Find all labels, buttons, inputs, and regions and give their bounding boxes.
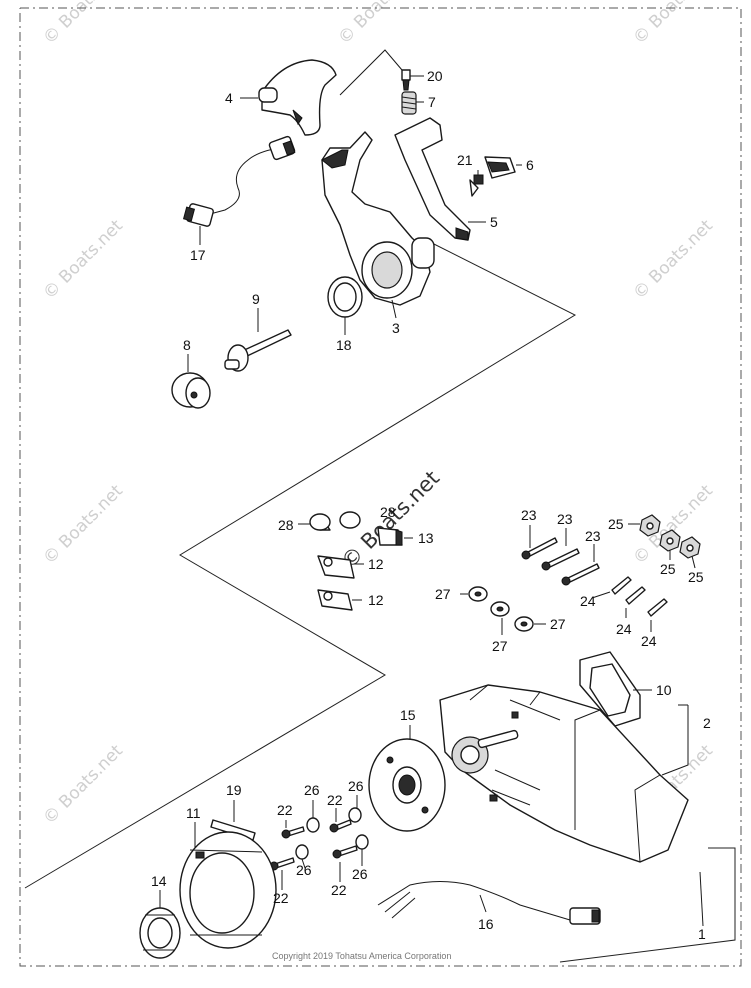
part-18-washer[interactable] [327,276,363,318]
callout-14: 14 [151,873,167,889]
part-27-washer[interactable] [468,586,488,602]
callout-8: 8 [183,337,191,353]
callout-23a: 23 [521,507,537,523]
part-26-washer[interactable] [306,817,320,833]
callout-21: 21 [457,152,473,168]
part-26-washer[interactable] [355,834,369,850]
part-3-lever-arm[interactable] [321,131,435,306]
part-7-spring[interactable] [401,91,417,115]
watermark: © Boats.net [39,216,127,304]
callout-3: 3 [392,320,400,336]
callout-25b: 25 [660,561,676,577]
part-12-plate[interactable] [317,555,355,579]
callout-24b: 24 [616,621,632,637]
callout-19: 19 [226,782,242,798]
callout-23c: 23 [585,528,601,544]
callout-23b: 23 [557,511,573,527]
callout-22b: 22 [327,792,343,808]
callout-24a: 24 [580,593,596,609]
callout-1: 1 [698,926,706,942]
callout-27a: 27 [435,586,451,602]
part-27-washer[interactable] [514,616,534,632]
part-28-clip[interactable] [309,513,331,531]
part-22-screw[interactable] [329,819,352,833]
watermark: © Boats.net [629,216,717,304]
callout-20: 20 [427,68,443,84]
part-12-plate[interactable] [317,589,353,611]
part-24-screw[interactable] [611,576,632,595]
part-22-screw[interactable] [281,826,305,839]
callout-7: 7 [428,94,436,110]
assembly-frame [19,7,742,967]
part-25-nut[interactable] [639,514,661,537]
callout-24c: 24 [641,633,657,649]
callout-16: 16 [478,916,494,932]
watermark: © Boats.net [334,0,422,49]
copyright-text: Copyright 2019 Tohatsu America Corporati… [272,951,451,961]
part-10-gasket[interactable] [579,651,641,727]
callout-27b: 27 [492,638,508,654]
part-13-block[interactable] [377,527,403,546]
watermark: © Boats.net [629,0,717,49]
part-24-screw[interactable] [625,586,646,605]
callout-28a: 28 [278,517,294,533]
watermark: © Boats.net [39,0,127,49]
watermark: © Boats.net [39,741,127,829]
callout-13: 13 [418,530,434,546]
part-25-nut[interactable] [679,536,701,559]
callout-17: 17 [190,247,206,263]
callout-22a: 22 [277,802,293,818]
part-26-washer[interactable] [348,807,362,823]
part-27-washer[interactable] [490,601,510,617]
part-21-screw[interactable] [469,174,484,197]
part-23-screw[interactable] [521,537,558,560]
callout-11: 11 [186,805,201,821]
part-15-plate[interactable] [368,738,446,832]
part-22-screw[interactable] [269,857,295,871]
callout-18: 18 [336,337,352,353]
callout-12a: 12 [368,556,384,572]
callout-22c: 22 [273,890,289,906]
callout-25c: 25 [688,569,704,585]
part-26-washer[interactable] [295,844,309,860]
callout-10: 10 [656,682,672,698]
callout-26a: 26 [304,782,320,798]
callout-27c: 27 [550,616,566,632]
callout-6: 6 [526,157,534,173]
callout-28b: 28 [380,504,396,520]
callout-22d: 22 [331,882,347,898]
part-9-shaft[interactable] [224,329,292,372]
callout-26c: 26 [296,862,312,878]
part-8-knob[interactable] [171,372,211,409]
callouts: 4 20 7 21 6 5 17 9 3 18 8 28 28 13 12 12… [151,68,711,942]
part-14-ring[interactable] [139,907,181,959]
part-23-screw[interactable] [541,548,580,571]
callout-26d: 26 [352,866,368,882]
callout-4: 4 [225,90,233,106]
part-22-screw[interactable] [332,845,358,859]
callout-26b: 26 [348,778,364,794]
part-23-screw[interactable] [561,563,600,586]
callout-9: 9 [252,291,260,307]
part-5-bracket[interactable] [394,117,471,241]
callout-2: 2 [703,715,711,731]
part-11-cover[interactable] [179,831,277,949]
part-4-grip[interactable] [258,59,337,136]
part-6-block[interactable] [484,156,516,179]
part-17-harness[interactable] [182,135,296,227]
part-25-nut[interactable] [659,529,681,552]
callout-25a: 25 [608,516,624,532]
part-2-control-box[interactable] [439,684,689,863]
part-20-screw[interactable] [401,69,411,91]
callout-15: 15 [400,707,416,723]
part-28-clip[interactable] [339,511,361,529]
callout-12b: 12 [368,592,384,608]
watermark: © Boats.net [39,481,127,569]
leader-lines [159,49,704,927]
callout-5: 5 [490,214,498,230]
part-24-screw[interactable] [647,598,668,617]
part-16-harness[interactable] [377,881,601,925]
